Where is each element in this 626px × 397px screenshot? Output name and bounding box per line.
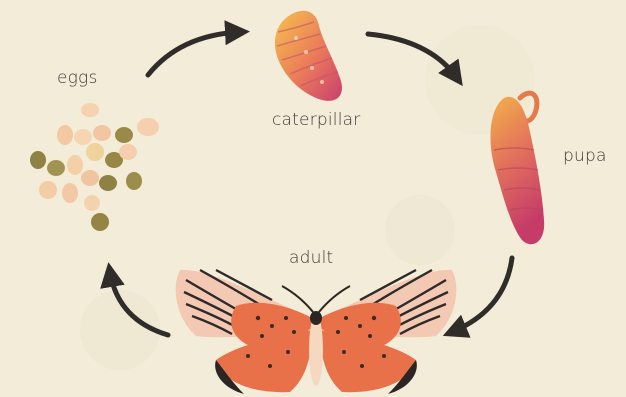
pupa-illustration xyxy=(490,93,544,244)
stage-label-adult: adult xyxy=(289,248,333,268)
eggs-illustration xyxy=(30,103,159,231)
adult-moth-illustration xyxy=(176,270,457,394)
caterpillar-illustration xyxy=(275,11,342,101)
stage-label-caterpillar: caterpillar xyxy=(272,110,360,130)
arrow-pupa-to-adult xyxy=(452,258,512,332)
arrow-eggs-to-caterpillar xyxy=(148,32,240,75)
stage-label-pupa: pupa xyxy=(563,146,607,166)
stage-label-eggs: eggs xyxy=(57,68,98,88)
